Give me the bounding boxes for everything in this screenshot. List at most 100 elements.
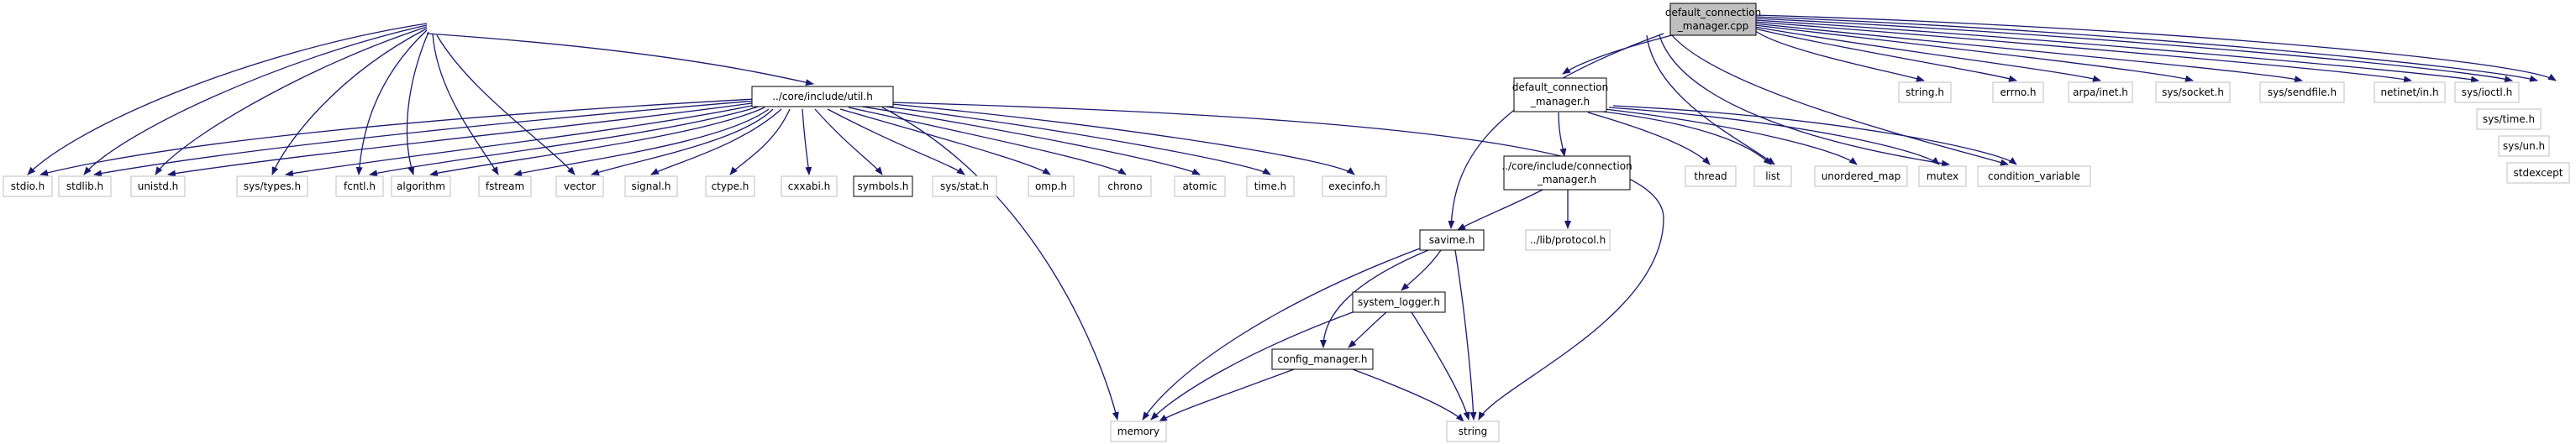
node-memory[interactable]: memory [1110,420,1167,442]
node-fcntl-h[interactable]: fcntl.h [335,175,384,197]
node-label: memory [1117,426,1159,437]
node-default-connection-manager-h[interactable]: default_connection _manager.h [1512,77,1608,112]
edge-util-chrono [848,107,1127,175]
node-label: thread [1694,170,1727,182]
node-label: symbols.h [857,180,908,192]
dependency-edges [27,14,2557,422]
node-label: atomic [1182,180,1217,192]
edge-root-vector [436,34,576,175]
node-arpa-inet-h[interactable]: arpa/inet.h [2068,81,2133,103]
edge-util-unistd [167,102,759,177]
node-time-h[interactable]: time.h [1246,175,1295,197]
node-fstream[interactable]: fstream [478,175,532,197]
edge-config-string [1352,368,1464,422]
node-label: omp.h [1035,180,1067,192]
edge-dcm-cm [1558,112,1567,157]
node-netinet-in-h[interactable]: netinet/in.h [2374,81,2446,103]
edge-root-sendfile [1753,23,2303,82]
node-label: vector [564,180,596,192]
node-sys-ioctl-h[interactable]: sys/ioctl.h [2454,81,2520,103]
node-symbols-h[interactable]: symbols.h [853,175,913,197]
edge-root-sysun [1753,16,2538,82]
node-label: string.h [1906,86,1944,98]
node-label: condition_variable [1988,170,2080,182]
edge-root-util [426,33,814,86]
node-label: string [1459,426,1487,437]
edge-util-memory [881,107,1119,420]
edge-syslogger-string [1411,311,1470,420]
node-ctype-h[interactable]: ctype.h [705,175,755,197]
edge-root-fcntl [355,29,428,175]
node-unistd-h[interactable]: unistd.h [130,175,186,197]
edge-root-stdio [27,23,428,175]
node-label: unordered_map [1822,170,1901,182]
edge-util-symbols [814,108,883,175]
edge-savime-config [1320,249,1429,348]
node-stdlib-h[interactable]: stdlib.h [58,175,112,197]
node-cxxabi-h[interactable]: cxxabi.h [781,175,838,197]
node-execinfo-h[interactable]: execinfo.h [1322,175,1387,197]
node-sys-un-h[interactable]: sys/un.h [2498,135,2550,157]
node-label: cxxabi.h [788,180,831,192]
node-label: ../lib/protocol.h [1530,234,1606,246]
node-default-connection-manager-cpp[interactable]: default_connection _manager.cpp [1665,3,1761,36]
edge-root-syssocket [1753,24,2194,82]
node-stdexcept[interactable]: stdexcept [2506,162,2570,184]
node-label: list [1765,170,1780,182]
edge-cm-savime [1457,187,1547,231]
node-label: stdlib.h [66,180,103,192]
node-atomic[interactable]: atomic [1174,175,1226,197]
edge-dcm-mutex [1608,107,1940,165]
edge-syslogger-config [1348,311,1387,348]
node-system-logger-h[interactable]: system_logger.h [1352,291,1446,313]
node-condition-variable[interactable]: condition_variable [1977,165,2091,187]
node-protocol-h[interactable]: ../lib/protocol.h [1525,229,1611,251]
edge-dcm-condvar [1612,105,2017,165]
node-list[interactable]: list [1753,165,1792,187]
edge-util-cxxabi [802,108,812,175]
node-signal-h[interactable]: signal.h [624,175,678,197]
node-label: algorithm [397,180,445,192]
node-label: errno.h [2000,86,2037,98]
edge-util-algorithm [429,107,765,177]
node-sys-types-h[interactable]: sys/types.h [236,175,308,197]
node-omp-h[interactable]: omp.h [1028,175,1075,197]
node-util-h[interactable]: ../core/include/util.h [751,86,894,107]
edge-dcm-unordered [1604,108,1858,165]
edge-root-netinet [1753,21,2412,83]
node-label: sys/ioctl.h [2462,86,2512,98]
node-sys-time-h[interactable]: sys/time.h [2476,108,2542,130]
edge-root-fstream [432,33,499,175]
node-sys-stat-h[interactable]: sys/stat.h [932,175,997,197]
node-stdio-h[interactable]: stdio.h [3,175,53,197]
edge-util-fstream [513,108,770,177]
node-vector[interactable]: vector [555,175,604,197]
node-thread[interactable]: thread [1685,165,1737,187]
node-string-h[interactable]: string.h [1898,81,1952,103]
node-label: ctype.h [712,180,749,192]
edge-util-execinfo [873,102,1355,175]
node-label: ../core/include/connection [1501,160,1632,172]
node-algorithm[interactable]: algorithm [391,175,451,197]
node-chrono[interactable]: chrono [1098,175,1152,197]
node-config-manager-h[interactable]: config_manager.h [1271,348,1374,370]
edge-util-time [865,103,1271,175]
node-sys-socket-h[interactable]: sys/socket.h [2155,81,2231,103]
node-errno-h[interactable]: errno.h [1992,81,2044,103]
node-label: sys/time.h [2483,113,2535,125]
node-label: arpa/inet.h [2073,86,2128,98]
node-connection-manager-h[interactable]: ../core/include/connection _manager.h [1501,155,1632,191]
node-label: sys/sendfile.h [2268,86,2337,98]
node-sys-sendfile-h[interactable]: sys/sendfile.h [2259,81,2345,103]
node-savime-h[interactable]: savime.h [1419,229,1485,251]
node-unordered-map[interactable]: unordered_map [1814,165,1908,187]
node-mutex[interactable]: mutex [1918,165,1967,187]
node-label: mutex [1927,170,1958,182]
node-label: config_manager.h [1278,353,1368,365]
edge-savime-string [1454,249,1477,420]
edge-root-condvar [1671,34,2009,166]
edge-root-algorithm [406,31,429,175]
node-string[interactable]: string [1446,420,1500,442]
node-label: system_logger.h [1358,296,1440,308]
